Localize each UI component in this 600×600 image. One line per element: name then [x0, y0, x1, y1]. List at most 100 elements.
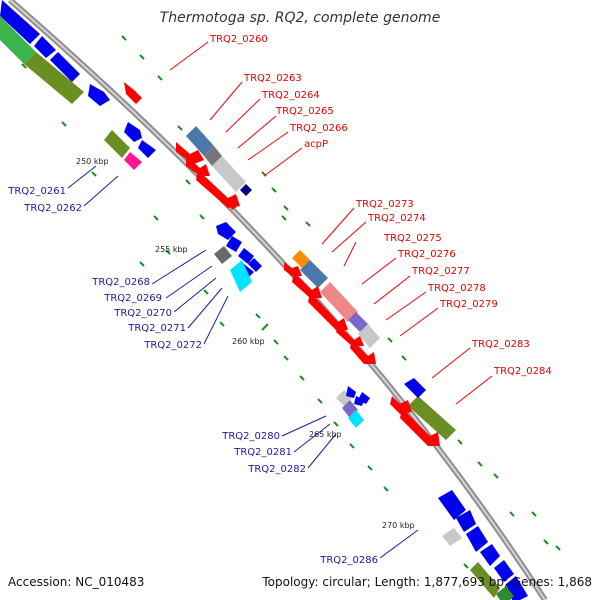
gene-arrow: [226, 198, 238, 210]
kbp-label: 255 kbp: [155, 245, 188, 254]
gene-label[interactable]: TRQ2_0263: [243, 73, 302, 84]
feature-block-0280-0282: [336, 386, 370, 428]
gene-arrow: [346, 386, 356, 398]
feature-block-0261-0262: [104, 122, 156, 170]
leader-lines-reverse: [67, 165, 419, 559]
gene-arrow: [354, 396, 364, 406]
gene-rect: [240, 184, 252, 196]
kbp-label: 265 kbp: [309, 430, 342, 439]
gene-label[interactable]: TRQ2_0262: [23, 203, 82, 214]
gene-arrow: [34, 36, 56, 58]
gene-label[interactable]: TRQ2_0272: [143, 340, 202, 351]
feature-block-0263-acpP: [176, 126, 252, 210]
gene-arrow: [176, 142, 204, 164]
gene-label[interactable]: TRQ2_0261: [7, 186, 66, 197]
gene-label[interactable]: TRQ2_0278: [427, 283, 486, 294]
kbp-label: 260 kbp: [232, 337, 265, 346]
feature-block-0286: [438, 490, 528, 600]
gene-arrow: [494, 560, 514, 582]
feature-block-top-left: [0, 0, 110, 106]
gene-arrow: [438, 490, 466, 520]
gene-arrow: [466, 526, 488, 552]
gene-label[interactable]: TRQ2_0275: [383, 233, 442, 244]
position-labels: 250 kbp 255 kbp 260 kbp 265 kbp 270 kbp: [76, 157, 415, 530]
gene-arrow: [50, 52, 80, 82]
summary-text: Topology: circular; Length: 1,877,693 bp…: [261, 575, 592, 589]
gene-rect: [320, 282, 358, 322]
gene-label[interactable]: TRQ2_0264: [261, 90, 320, 101]
gene-arrow: [124, 82, 142, 104]
gene-rect: [442, 528, 462, 546]
gene-arrow: [88, 84, 110, 106]
gene-label[interactable]: TRQ2_0280: [221, 431, 280, 442]
gene-label[interactable]: TRQ2_0281: [233, 447, 292, 458]
gene-rect: [470, 562, 500, 598]
gene-arrow: [390, 396, 412, 414]
gene-label[interactable]: TRQ2_0269: [103, 293, 162, 304]
gene-arrow: [226, 236, 242, 252]
gene-label[interactable]: TRQ2_0279: [439, 299, 498, 310]
genome-backbone-highlight: [9, 0, 546, 600]
gene-rect: [348, 312, 368, 332]
gene-arrow: [480, 544, 500, 566]
gene-labels-forward: TRQ2_0260 TRQ2_0263 TRQ2_0264 TRQ2_0265 …: [209, 34, 552, 377]
gene-rect: [212, 156, 246, 192]
gene-rect: [496, 586, 514, 600]
gene-arrow: [456, 510, 476, 532]
gene-arrow: [196, 170, 240, 208]
gene-rect: [204, 146, 222, 166]
gene-arrow: [400, 408, 440, 446]
gene-rect: [124, 152, 142, 170]
gene-arrow: [336, 324, 364, 346]
gene-label[interactable]: TRQ2_0276: [397, 249, 456, 260]
gene-label[interactable]: TRQ2_0277: [411, 266, 470, 277]
gene-arrow: [138, 140, 156, 158]
gene-rect: [186, 126, 214, 156]
gene-rect: [104, 130, 130, 158]
gene-arrow: [358, 392, 370, 404]
gene-arrow: [404, 378, 426, 398]
tick-marks: [21, 35, 561, 569]
gene-rect: [348, 410, 364, 428]
gene-label[interactable]: TRQ2_0265: [275, 106, 334, 117]
gene-rect: [0, 16, 36, 64]
gene-label[interactable]: TRQ2_0270: [113, 308, 172, 319]
gene-rect: [300, 260, 328, 288]
gene-rect: [24, 52, 84, 104]
gene-label[interactable]: TRQ2_0271: [127, 323, 186, 334]
gene-arrow: [248, 258, 262, 272]
gene-label[interactable]: TRQ2_0260: [209, 34, 268, 45]
gene-label[interactable]: TRQ2_0284: [493, 366, 552, 377]
gene-label[interactable]: TRQ2_0274: [367, 213, 426, 224]
map-title: Thermotoga sp. RQ2, complete genome: [160, 10, 441, 26]
accession-text: Accession: NC_010483: [8, 575, 144, 589]
gene-label[interactable]: TRQ2_0283: [471, 339, 530, 350]
gene-rect: [358, 324, 380, 348]
gene-label[interactable]: TRQ2_0266: [289, 123, 348, 134]
gene-label[interactable]: TRQ2_0282: [247, 464, 306, 475]
gene-labels-reverse: TRQ2_0261 TRQ2_0262 TRQ2_0268 TRQ2_0269 …: [7, 186, 378, 566]
feature-block-0268-0272: [214, 222, 262, 292]
gene-arrow: [186, 156, 210, 176]
gene-arrow: [238, 248, 254, 264]
gene-arrow: [0, 0, 40, 44]
gene-rect: [292, 250, 310, 268]
leader-lines-forward: [169, 41, 493, 405]
gene-arrow: [350, 340, 376, 364]
kbp-label: 270 kbp: [382, 521, 415, 530]
gene-arrow: [308, 292, 348, 330]
gene-label[interactable]: acpP: [304, 139, 328, 150]
gene-label[interactable]: TRQ2_0286: [319, 555, 378, 566]
feature-block-0283-0284: [390, 378, 456, 446]
gene-rect: [230, 260, 252, 292]
gene-arrow: [292, 272, 322, 298]
gene-label[interactable]: TRQ2_0273: [355, 199, 414, 210]
gene-rect: [408, 396, 456, 440]
gene-arrow: [216, 222, 236, 240]
gene-arrow: [284, 262, 302, 276]
gene-arrow: [124, 122, 142, 142]
feature-block-0260: [124, 82, 142, 104]
feature-block-0273-0279: [284, 250, 380, 364]
gene-label[interactable]: TRQ2_0268: [91, 277, 150, 288]
